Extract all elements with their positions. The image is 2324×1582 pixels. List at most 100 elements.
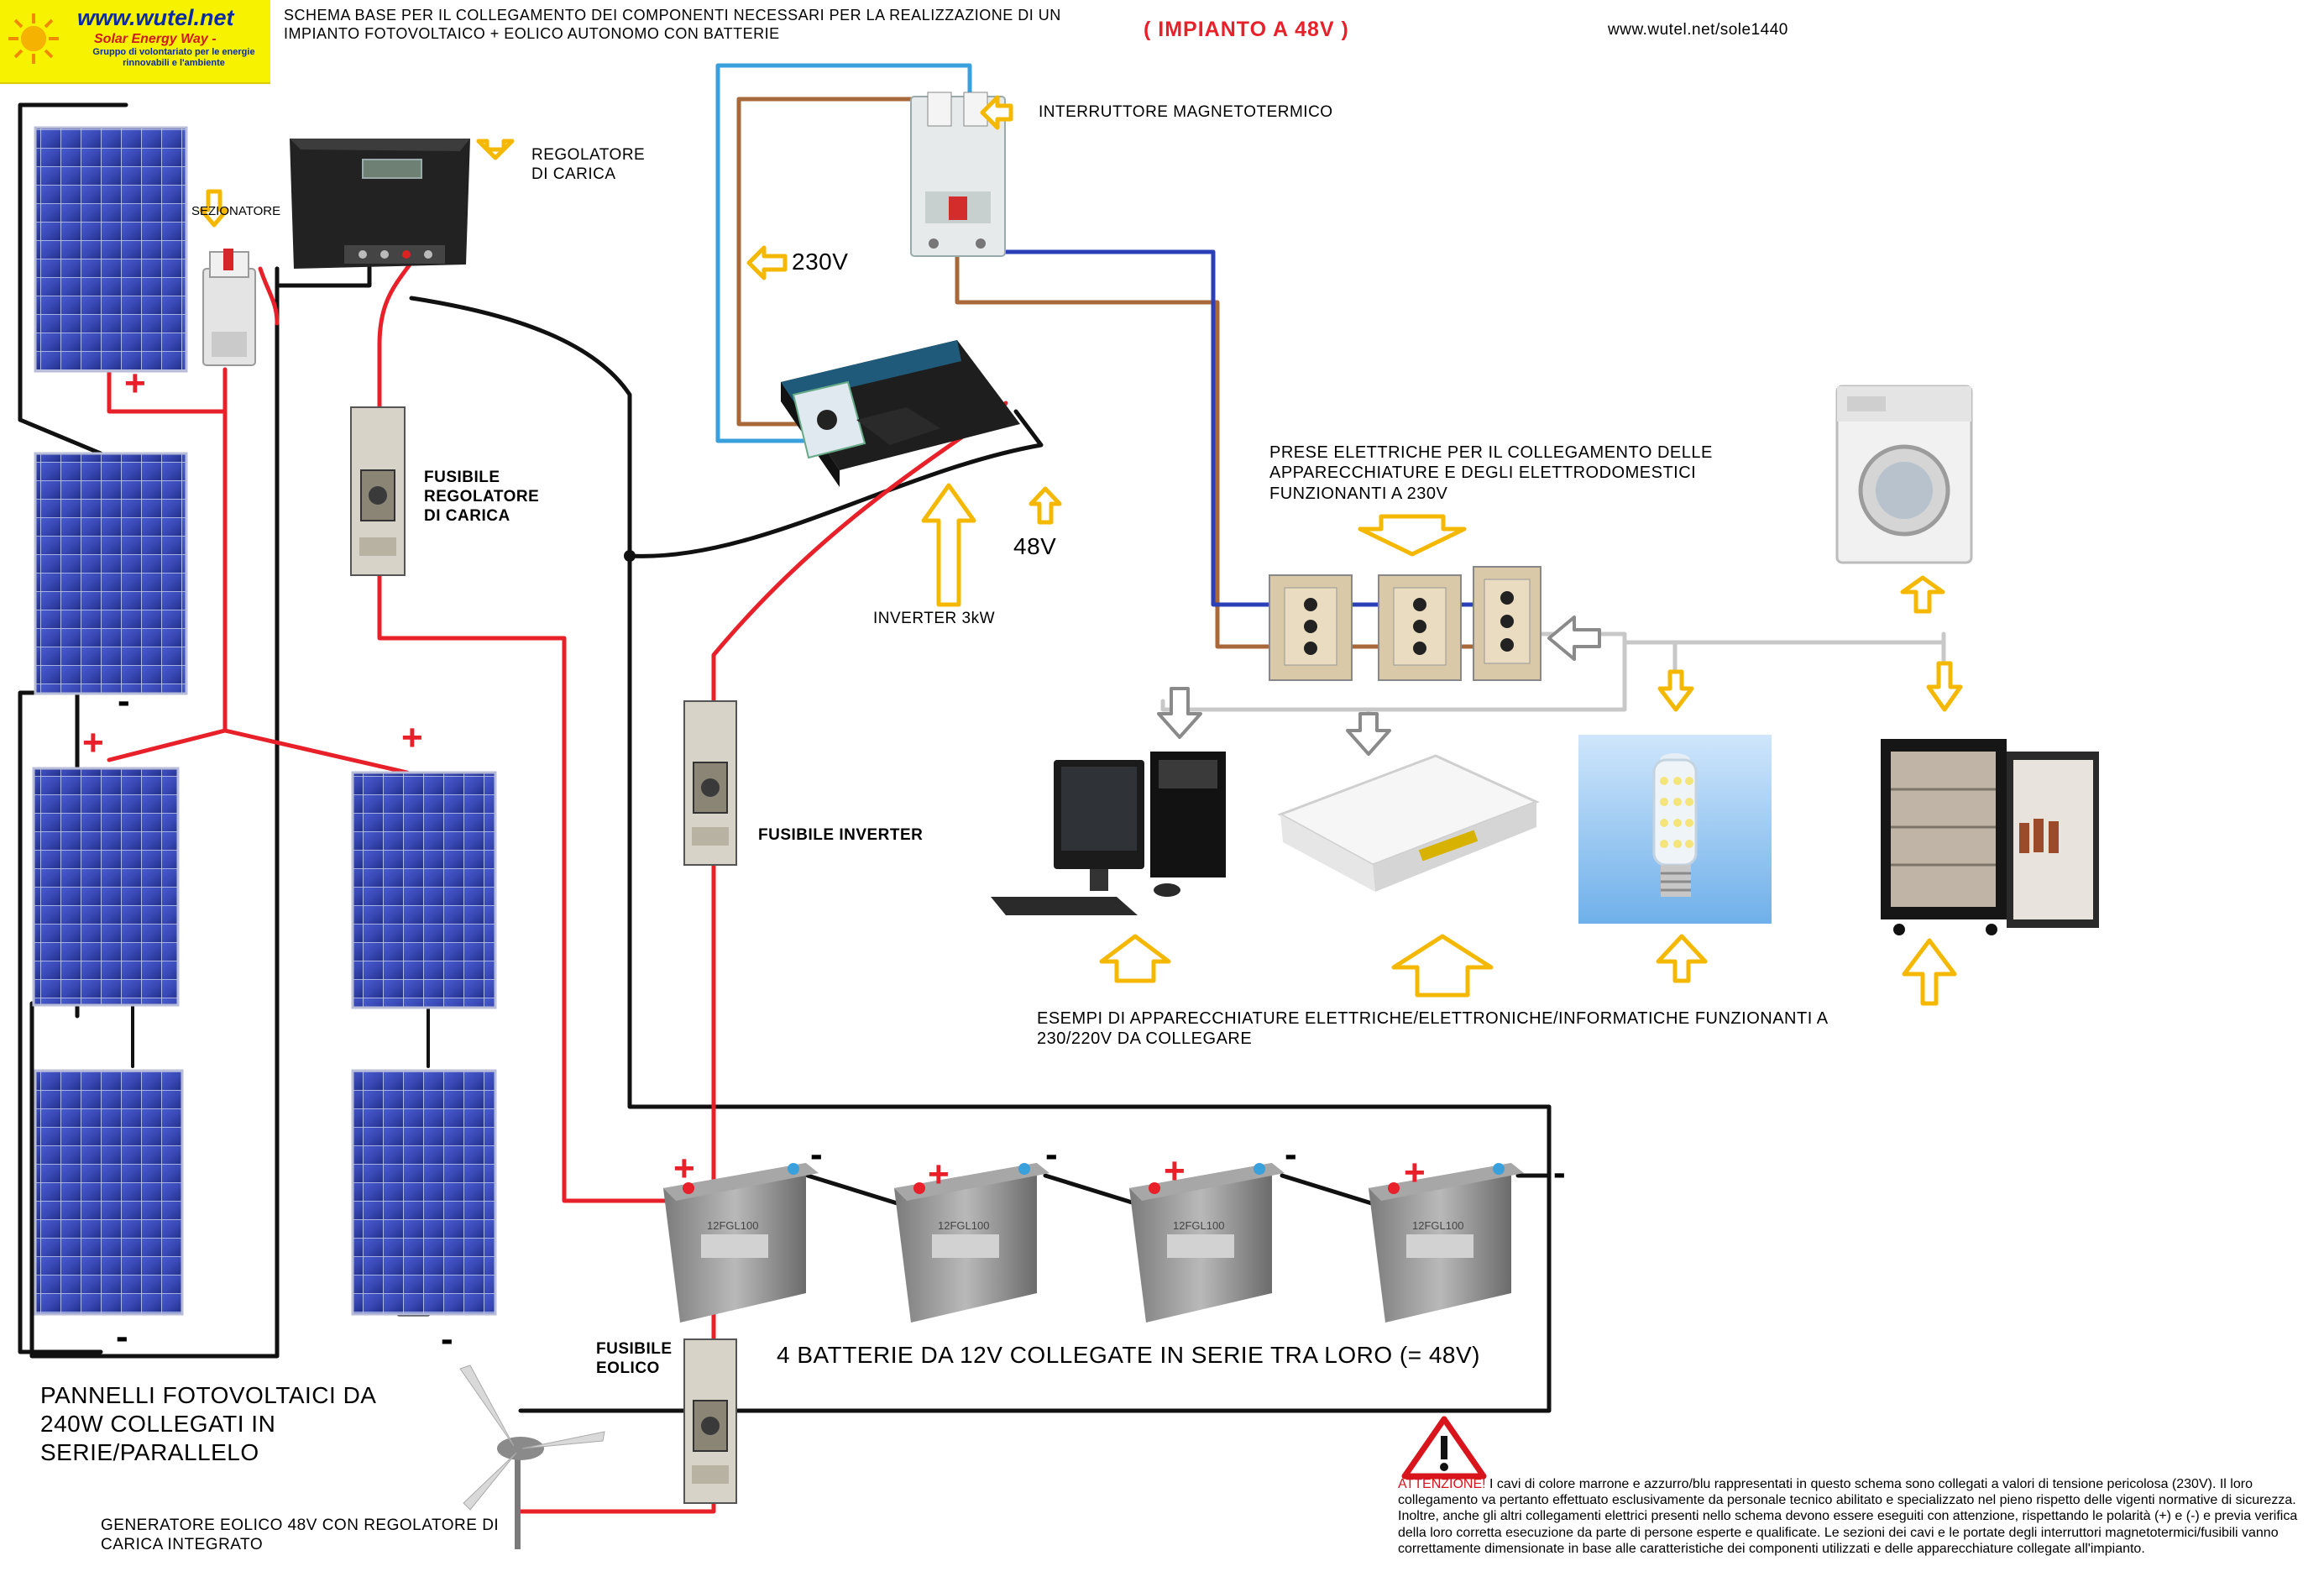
arrow-icon bbox=[1547, 616, 1601, 661]
label-inverter: INVERTER 3kW bbox=[873, 610, 996, 627]
disconnect-switch-icon bbox=[202, 249, 256, 366]
outlet-icon bbox=[1269, 574, 1353, 681]
warning-heading: ATTENZIONE! bbox=[1398, 1477, 1486, 1491]
fuse-icon bbox=[683, 1338, 737, 1504]
fuse-icon bbox=[350, 406, 406, 576]
arrow-icon bbox=[1358, 514, 1467, 557]
label-sezionatore: SEZIONATORE bbox=[191, 204, 281, 218]
battery-model: 12FGL100 bbox=[1173, 1219, 1225, 1232]
phase-wire bbox=[955, 249, 1300, 649]
battery-icon bbox=[894, 1163, 1049, 1323]
minus-marker: - bbox=[116, 1316, 128, 1357]
arrow-icon bbox=[980, 95, 1013, 130]
outlet-icon bbox=[1378, 574, 1462, 681]
battery-model: 12FGL100 bbox=[938, 1219, 990, 1232]
led-bulb-icon bbox=[1578, 735, 1772, 924]
negative-wire bbox=[18, 102, 128, 422]
logo-tagline: Solar Energy Way - bbox=[94, 32, 217, 46]
plus-marker: + bbox=[1404, 1152, 1426, 1193]
arrow-icon bbox=[1099, 934, 1171, 983]
warning-body: I cavi di colore marrone e azzurro/blu r… bbox=[1398, 1477, 2298, 1556]
router-icon bbox=[1277, 754, 1540, 892]
arrow-icon bbox=[1902, 938, 1957, 1006]
minus-marker: - bbox=[810, 1134, 823, 1175]
arrow-icon bbox=[1656, 934, 1708, 983]
arrow-icon bbox=[746, 245, 788, 280]
label-fusibile-eolico: FUSIBILE EOLICO bbox=[596, 1340, 673, 1378]
negative-wire bbox=[18, 417, 103, 456]
arrow-icon bbox=[1157, 687, 1202, 739]
positive-wire bbox=[377, 573, 674, 1203]
arrow-icon bbox=[921, 483, 976, 607]
minus-marker: - bbox=[1553, 1152, 1566, 1193]
appliance-wire bbox=[1366, 631, 1946, 733]
plus-marker: + bbox=[928, 1154, 950, 1195]
solar-panel-icon bbox=[34, 126, 188, 373]
wind-turbine-icon bbox=[459, 1365, 605, 1549]
label-regolatore: REGOLATORE DI CARICA bbox=[531, 146, 646, 184]
positive-wire bbox=[107, 367, 410, 775]
positive-wire bbox=[518, 1501, 716, 1514]
label-generatore: GENERATORE EOLICO 48V CON REGOLATORE DI … bbox=[101, 1517, 500, 1554]
label-esempi: ESEMPI DI APPARECCHIATURE ELETTRICHE/ELE… bbox=[1037, 1009, 1829, 1049]
negative-wire bbox=[409, 296, 1552, 1413]
washing-machine-icon bbox=[1835, 385, 1973, 564]
ground-wire bbox=[715, 63, 972, 443]
battery-model: 12FGL100 bbox=[1412, 1219, 1464, 1232]
plus-marker: + bbox=[673, 1148, 695, 1189]
plus-marker: + bbox=[124, 363, 146, 404]
warning-triangle-icon bbox=[1401, 1416, 1487, 1480]
arrow-icon bbox=[476, 139, 515, 160]
solar-panel-icon bbox=[32, 767, 180, 1007]
sun-icon bbox=[8, 13, 59, 64]
inverter-icon bbox=[781, 340, 1020, 487]
label-batterie: 4 BATTERIE DA 12V COLLEGATE IN SERIE TRA… bbox=[777, 1342, 1480, 1368]
diagram-title: SCHEMA BASE PER IL COLLEGAMENTO DEI COMP… bbox=[284, 7, 1061, 42]
warning-text: ATTENZIONE! I cavi di colore marrone e a… bbox=[1398, 1476, 2315, 1557]
logo-description: Gruppo di volontariato per le energie ri… bbox=[92, 47, 255, 69]
arrow-icon bbox=[1346, 712, 1391, 756]
label-48v: 48V bbox=[1013, 533, 1057, 559]
plus-marker: + bbox=[1164, 1150, 1186, 1192]
junction-dot bbox=[624, 550, 636, 562]
arrow-icon bbox=[1926, 661, 1963, 712]
circuit-breaker-icon bbox=[910, 92, 1006, 257]
battery-icon bbox=[1129, 1163, 1285, 1323]
positive-wire bbox=[377, 262, 412, 410]
label-prese: PRESE ELETTRICHE PER IL COLLEGAMENTO DEL… bbox=[1269, 443, 1713, 503]
fuse-icon bbox=[683, 700, 737, 866]
logo-site: www.wutel.net bbox=[77, 5, 234, 30]
arrow-icon bbox=[1900, 575, 1945, 614]
outlet-icon bbox=[1473, 566, 1541, 681]
label-230v: 230V bbox=[792, 249, 849, 275]
battery-series-wire bbox=[805, 1173, 1552, 1207]
minus-marker: - bbox=[1285, 1134, 1297, 1175]
plus-marker: + bbox=[82, 722, 104, 763]
mini-fridge-icon bbox=[1881, 739, 2099, 935]
plus-marker: + bbox=[401, 717, 423, 758]
negative-wire bbox=[275, 265, 372, 288]
minus-marker: - bbox=[441, 1318, 453, 1359]
solar-panel-icon bbox=[351, 771, 497, 1009]
minus-marker: - bbox=[118, 680, 130, 721]
system-voltage-title: ( IMPIANTO A 48V ) bbox=[1144, 18, 1349, 41]
battery-model: 12FGL100 bbox=[707, 1219, 759, 1232]
label-fusibile-regolatore: FUSIBILE REGOLATORE DI CARICA bbox=[424, 469, 540, 526]
arrow-icon bbox=[1391, 934, 1494, 998]
negative-wire bbox=[29, 266, 280, 1359]
label-interruttore: INTERRUTTORE MAGNETOTERMICO bbox=[1039, 103, 1333, 121]
solar-panel-icon bbox=[351, 1069, 497, 1316]
battery-icon bbox=[663, 1163, 819, 1323]
charge-controller-icon bbox=[290, 139, 470, 269]
computer-icon bbox=[991, 752, 1226, 915]
arrow-icon bbox=[1029, 486, 1062, 525]
battery-icon bbox=[1369, 1163, 1524, 1323]
solar-panel-icon bbox=[34, 1069, 184, 1316]
negative-wire bbox=[627, 409, 1044, 558]
solar-panel-icon bbox=[34, 452, 188, 695]
minus-marker: - bbox=[1045, 1134, 1058, 1175]
logo: www.wutel.net Solar Energy Way - Gruppo … bbox=[0, 0, 270, 84]
arrow-icon bbox=[199, 189, 229, 228]
source-url: www.wutel.net/sole1440 bbox=[1608, 21, 1788, 39]
